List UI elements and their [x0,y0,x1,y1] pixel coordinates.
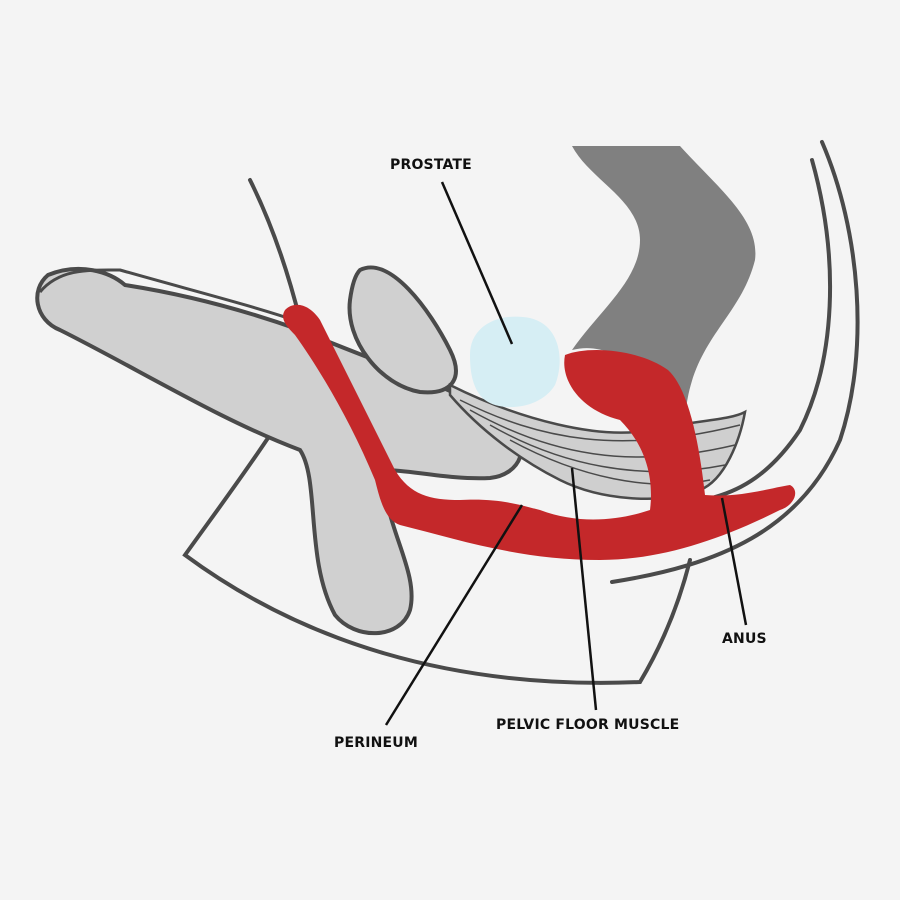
anus-leader [720,497,748,626]
penis-foreskin-line [38,268,301,324]
perineum-muscle [283,304,796,560]
prostate [470,316,560,408]
body-outline-abdomen [248,178,302,322]
perineum-leader [384,504,524,726]
spine-outer [610,140,860,584]
rectum [572,146,756,420]
label-anus: ANUS [722,631,767,647]
spine-inner [713,158,833,499]
bladder [347,265,458,395]
label-prostate: PROSTATE [390,157,472,173]
label-pelvic-floor-muscle: PELVIC FLOOR MUSCLE [496,717,680,733]
body-outline-lower [182,433,692,685]
label-perineum: PERINEUM [334,735,418,751]
leader-lines [384,181,748,726]
prostate-leader [440,181,514,345]
penis [35,266,524,636]
pelvic-floor-leader [570,467,598,711]
